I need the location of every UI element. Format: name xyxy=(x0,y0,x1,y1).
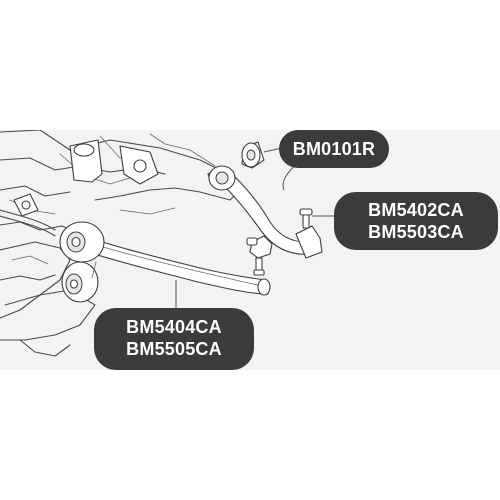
subframe xyxy=(0,130,241,357)
label-bm0101r-text: BM0101R xyxy=(292,139,376,159)
label-lower-arm-line2: BM5505CA xyxy=(126,339,222,359)
label-lower-arm-line1: BM5404CA xyxy=(126,317,222,337)
label-upper-arm: BM5402CA BM5503CA xyxy=(334,192,498,250)
lower-control-arm xyxy=(59,221,271,303)
ball-joint xyxy=(246,235,273,276)
label-upper-arm-line1: BM5402CA xyxy=(368,200,464,220)
label-bm0101r: BM0101R xyxy=(279,130,389,168)
upper-control-arm xyxy=(207,165,323,259)
bushing-part xyxy=(241,141,265,169)
label-lower-arm: BM5404CA BM5505CA xyxy=(94,308,254,370)
suspension-line-art xyxy=(0,130,336,357)
label-upper-arm-line2: BM5503CA xyxy=(368,222,464,242)
